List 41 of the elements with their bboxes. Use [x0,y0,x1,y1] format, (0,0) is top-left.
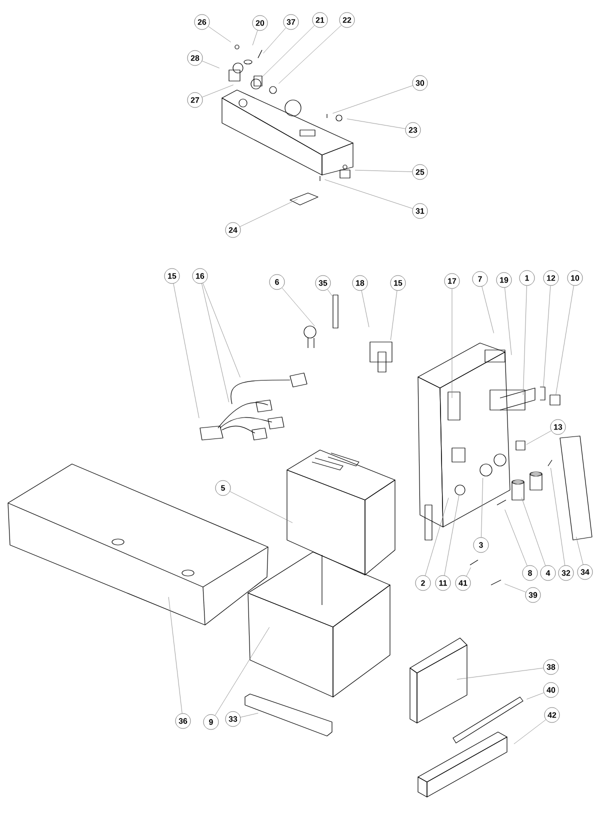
leader-line [202,84,234,98]
leader-line [522,286,527,396]
leader-line [208,26,232,42]
leader-line [278,25,342,84]
leader-line [354,170,412,172]
leader-line [202,283,240,378]
leader-line [543,286,551,388]
leader-line [444,494,460,576]
leader-line [504,509,528,566]
leader-line [230,491,293,523]
leader-line [576,536,584,565]
leader-line [456,668,544,680]
leader-line [327,289,332,296]
leader-line [346,118,406,129]
leader-line [390,290,398,340]
leader-line [504,584,526,592]
leader-line [504,288,512,356]
leader-line [240,198,298,227]
leader-line [481,478,484,538]
leader-line [332,85,413,114]
leader-line [425,498,449,576]
leader-line [240,712,258,718]
leader-line [526,430,552,445]
leader-line [550,468,566,566]
leader-line [482,286,494,334]
leader-line [556,285,574,396]
leader-line [282,288,315,326]
leader-line [521,498,546,566]
leader-line [466,567,471,576]
leader-line [263,28,286,54]
leader-line [514,720,546,744]
leader-line [260,25,315,79]
leader-line [526,692,544,700]
leader-line [202,283,230,402]
leader-line [361,290,370,328]
leader-line [252,30,258,46]
leader-line [214,627,270,716]
leader-line [168,596,182,714]
leader-line [324,179,413,209]
leader-line [173,283,200,418]
leader-line [202,60,220,68]
